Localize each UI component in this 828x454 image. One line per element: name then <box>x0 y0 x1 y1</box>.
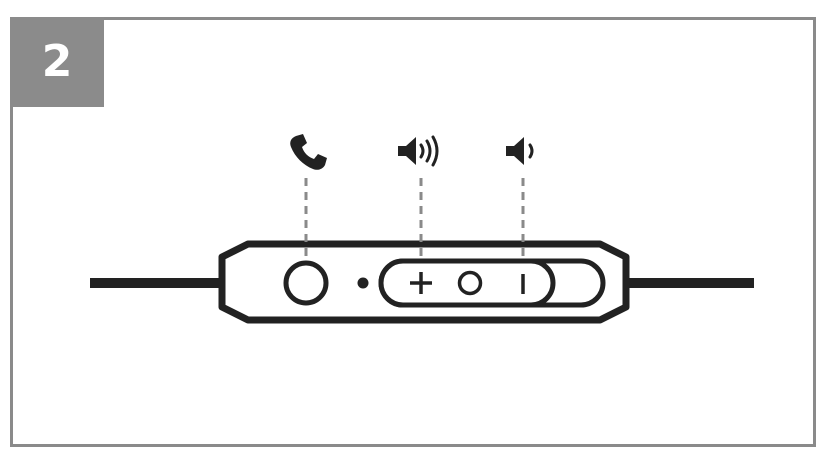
phone-icon <box>290 134 327 170</box>
figure-frame <box>10 17 816 447</box>
volume-up-icon <box>398 135 439 167</box>
center-button[interactable] <box>457 270 483 296</box>
volume-up-button[interactable] <box>410 272 432 294</box>
volume-down-icon <box>506 137 534 165</box>
step-number-badge: 2 <box>10 17 104 107</box>
microphone-dot <box>357 277 369 289</box>
call-button[interactable] <box>283 260 329 306</box>
